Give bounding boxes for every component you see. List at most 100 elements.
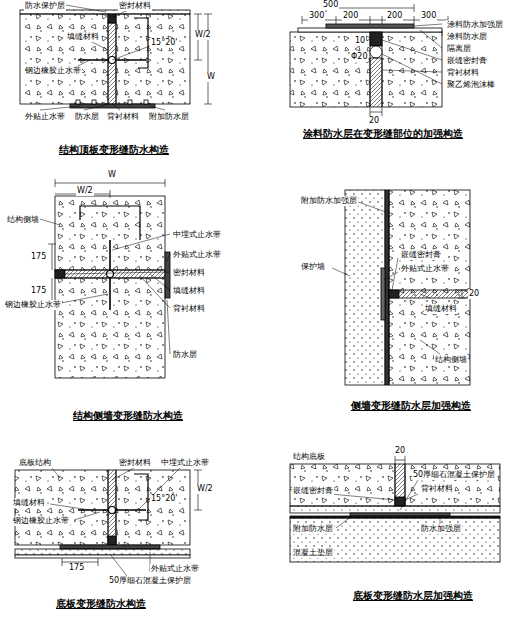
side-wall-detail — [40, 179, 170, 378]
part-label: 300 — [308, 11, 325, 21]
part-label: W/2 — [194, 30, 212, 40]
roof-slab-detail — [20, 14, 108, 104]
part-label: Φ20 — [350, 52, 368, 62]
base-slab-reinforcement-detail — [405, 464, 500, 506]
part-label: 背衬材料 — [420, 484, 454, 494]
detail-caption: 结构顶板变形缝防水构造 — [58, 144, 170, 156]
part-label: 填缝材料 — [424, 304, 458, 314]
roof-slab-detail — [108, 14, 116, 23]
coating-reinforcement-detail — [370, 46, 382, 58]
base-slab-detail — [60, 545, 160, 549]
part-label: 嵌缝密封膏 — [446, 56, 488, 66]
part-label: 附加防水加强层 — [300, 196, 358, 206]
base-slab-detail — [116, 470, 190, 545]
part-label: 附加防水层 — [148, 112, 190, 122]
part-label: 15°20' — [150, 38, 179, 48]
part-label: 50厚细石混凝土保护层 — [108, 576, 192, 586]
part-label: 背衬材料 — [446, 68, 480, 78]
part-label: 20 — [394, 446, 406, 456]
side-wall-reinforcement-detail — [389, 290, 399, 298]
base-slab-reinforcement-detail — [290, 518, 500, 562]
base-slab-detail — [109, 507, 116, 514]
coating-reinforcement-detail — [382, 24, 442, 84]
part-label: 隔离层 — [446, 44, 472, 54]
part-label: 保护墙 — [300, 262, 326, 272]
part-label: W/2 — [76, 186, 94, 196]
roof-slab-detail — [112, 46, 150, 60]
part-label: 外贴式止水带 — [400, 264, 450, 274]
detail-caption: 底板变形缝防水层加强构造 — [352, 590, 474, 602]
side-wall-reinforcement-detail — [385, 190, 389, 385]
side-wall-detail — [48, 244, 56, 304]
part-label: 175 — [30, 286, 47, 296]
base-slab-reinforcement-detail — [290, 464, 395, 506]
part-label: 结构侧墙 — [434, 355, 468, 365]
part-label: 嵌缝密封膏 — [400, 250, 442, 260]
roof-slab-detail — [134, 18, 148, 68]
side-wall-detail — [80, 206, 140, 240]
coating-reinforcement-detail — [370, 58, 382, 107]
part-label: 防水加强层 — [420, 524, 462, 534]
roof-slab-detail — [108, 23, 116, 104]
part-label: 中埋式止水带 — [160, 458, 210, 468]
part-label: 防水层 — [172, 350, 198, 360]
part-label: 密封材料 — [118, 1, 152, 11]
base-slab-detail — [108, 470, 116, 545]
base-slab-reinforcement-detail — [350, 513, 450, 516]
base-slab-detail — [15, 549, 190, 555]
roof-slab-detail — [128, 100, 132, 104]
part-label: 底板结构 — [18, 458, 52, 468]
part-label: 200 — [342, 11, 359, 21]
part-label: 嵌缝密封膏 — [292, 486, 334, 496]
part-label: 175 — [30, 252, 47, 262]
part-label: 防水保护层 — [24, 1, 66, 11]
base-slab-reinforcement-detail — [290, 506, 500, 513]
detail-caption: 侧墙变形缝防水层加强构造 — [350, 400, 472, 412]
side-wall-detail — [55, 179, 165, 198]
roof-slab-detail — [40, 4, 165, 110]
part-label: 200 — [386, 11, 403, 21]
part-label: 结构侧墙 — [6, 215, 40, 225]
part-label: 外贴止水带 — [24, 112, 66, 122]
side-wall-detail — [107, 271, 114, 278]
side-wall-detail — [40, 219, 170, 354]
roof-slab-detail — [144, 100, 148, 104]
side-wall-reinforcement-detail — [332, 190, 470, 385]
detail-caption: 结构侧墙变形缝防水构造 — [72, 410, 184, 422]
side-wall-reinforcement-detail — [332, 202, 440, 354]
roof-slab-detail — [92, 100, 96, 104]
part-label: 500 — [322, 0, 339, 10]
part-label: 300 — [420, 11, 437, 21]
part-label: 结构底板 — [292, 452, 326, 462]
part-label: 外贴式止水带 — [172, 250, 222, 260]
roof-slab-detail — [20, 4, 212, 110]
part-label: 20 — [468, 289, 480, 299]
part-label: 20 — [368, 116, 380, 126]
part-label: W — [206, 72, 216, 82]
coating-reinforcement-detail — [326, 24, 414, 28]
part-label: 密封材料 — [118, 458, 152, 468]
roof-slab-detail — [116, 14, 190, 104]
part-label: 填缝材料 — [172, 286, 206, 296]
part-label: 50厚细石混凝土保护层 — [412, 470, 496, 480]
base-slab-reinforcement-detail — [395, 456, 405, 464]
roof-slab-detail — [194, 14, 212, 104]
part-label: 附加防水层 — [292, 524, 334, 534]
part-label: 中埋式止水带 — [172, 230, 222, 240]
coating-reinforcement-detail — [370, 32, 382, 46]
part-label: 背衬材料 — [106, 112, 140, 122]
part-label: W — [107, 170, 117, 180]
part-label: 15°20' — [150, 494, 179, 504]
side-wall-reinforcement-detail — [458, 290, 466, 298]
part-label: 10 — [354, 36, 366, 46]
side-wall-reinforcement-detail — [389, 290, 470, 298]
side-wall-reinforcement-detail — [389, 190, 470, 385]
part-label: 填缝材料 — [66, 32, 100, 42]
detail-caption: 涂料防水层在变形缝部位的加强构造 — [302, 128, 464, 140]
part-label: 175 — [68, 563, 85, 573]
part-label: 涂料防水加强层 — [446, 20, 504, 30]
part-label: 填缝材料 — [12, 498, 46, 508]
part-label: 密封材料 — [172, 268, 206, 278]
side-wall-reinforcement-detail — [345, 190, 385, 385]
part-label: 钢边橡胶止水带 — [4, 300, 62, 310]
